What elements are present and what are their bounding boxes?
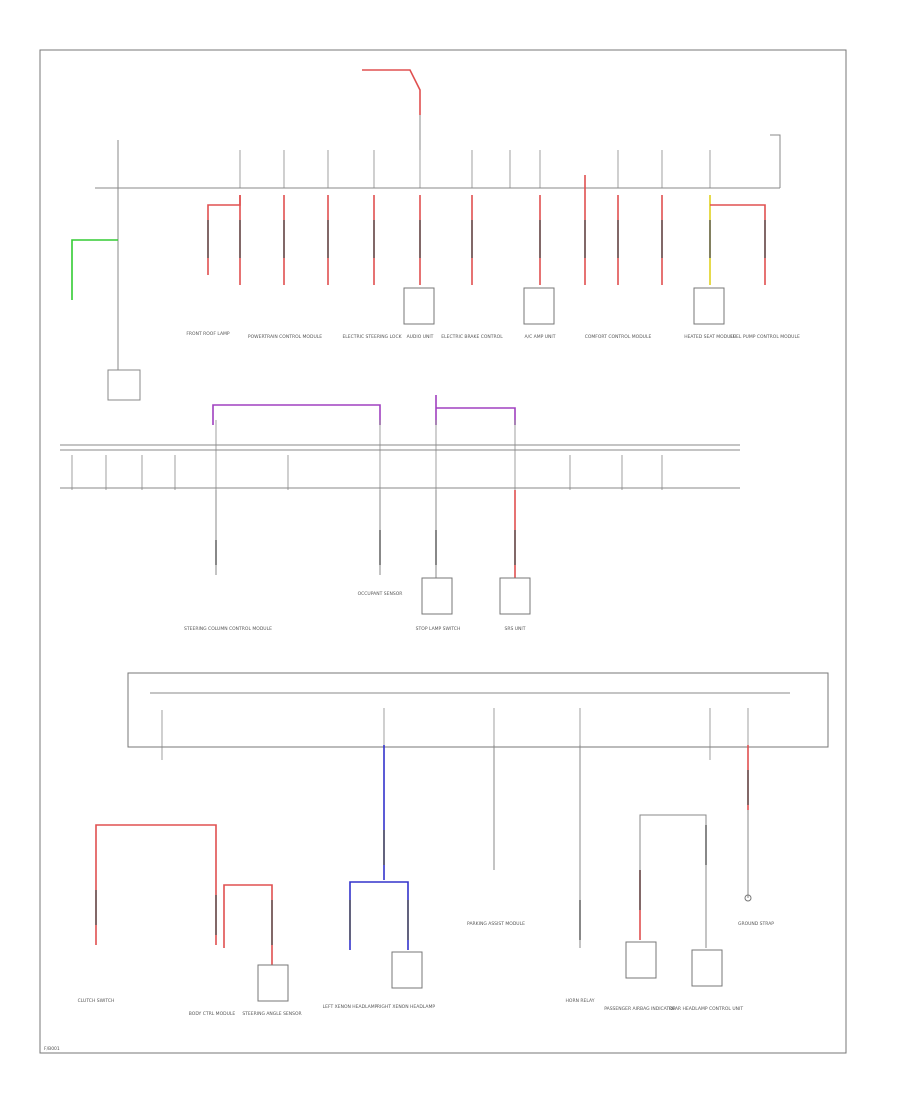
component-label: LEFT XENON HEADLAMP bbox=[323, 1004, 378, 1010]
component-label: STEERING ANGLE SENSOR bbox=[242, 1011, 301, 1017]
component-box bbox=[523, 287, 555, 325]
footer-code: F/B001 bbox=[44, 1046, 60, 1052]
component-label: COMFORT CONTROL MODULE bbox=[585, 334, 652, 340]
component-label: CLUTCH SWITCH bbox=[78, 998, 115, 1004]
bottom-fuse-box: CLUTCH SWITCH BODY CTRL MODULE STEERING … bbox=[78, 672, 829, 1017]
green-wire bbox=[71, 239, 118, 300]
component-box bbox=[391, 951, 423, 989]
component-label: OCCUPANT SENSOR bbox=[358, 591, 403, 597]
component-box bbox=[499, 577, 531, 615]
component-label: POWERTRAIN CONTROL MODULE bbox=[248, 334, 322, 340]
bottom-connectors bbox=[95, 770, 749, 945]
component-label: FRONT ROOF LAMP bbox=[186, 331, 230, 337]
component-label: HEATED SEAT MODULE bbox=[684, 334, 736, 340]
component-label: PARKING ASSIST MODULE bbox=[467, 921, 525, 927]
component-label: ELECTRIC STEERING LOCK bbox=[342, 334, 402, 340]
component-label: SRS UNIT bbox=[504, 626, 525, 632]
component-box bbox=[625, 941, 657, 979]
component-box bbox=[403, 287, 435, 325]
component-label: A/C AMP UNIT bbox=[524, 334, 555, 340]
top-fuses bbox=[239, 150, 711, 188]
component-label: HORN RELAY bbox=[566, 998, 595, 1004]
component-label: PASSENGER AIRBAG INDICATOR bbox=[604, 1006, 676, 1012]
bottom-fuses bbox=[161, 708, 749, 760]
component-label: AUDIO UNIT bbox=[407, 334, 434, 340]
component-label: GROUND STRAP bbox=[738, 921, 774, 927]
middle-fuses bbox=[71, 420, 663, 490]
component-label: STOP LAMP SWITCH bbox=[416, 626, 461, 632]
component-box bbox=[691, 949, 723, 987]
bottom-fuse-frame bbox=[127, 672, 829, 748]
component-box bbox=[421, 577, 453, 615]
feed-wire-top bbox=[362, 69, 421, 115]
branch-wire-1 bbox=[207, 195, 241, 275]
component-label: STEERING COLUMN CONTROL MODULE bbox=[184, 626, 272, 632]
component-box bbox=[257, 964, 289, 1002]
middle-fuse-box: STEERING COLUMN CONTROL MODULE OCCUPANT … bbox=[60, 395, 740, 632]
component-box bbox=[693, 287, 725, 325]
component-label: ELECTRIC BRAKE CONTROL bbox=[441, 334, 503, 340]
top-connectors bbox=[207, 220, 766, 258]
top-fuse-box: FRONT ROOF LAMP POWERTRAIN CONTROL MODUL… bbox=[71, 69, 800, 401]
purple-wire-2 bbox=[436, 407, 516, 425]
component-label: REAR HEADLAMP CONTROL UNIT bbox=[669, 1006, 743, 1012]
component-label: RIGHT XENON HEADLAMP bbox=[377, 1004, 435, 1010]
purple-wire-1 bbox=[212, 404, 381, 425]
component-label: BODY CTRL MODULE bbox=[189, 1011, 236, 1017]
diagram-frame bbox=[39, 49, 847, 1054]
component-label: FUEL PUMP CONTROL MODULE bbox=[730, 334, 800, 340]
